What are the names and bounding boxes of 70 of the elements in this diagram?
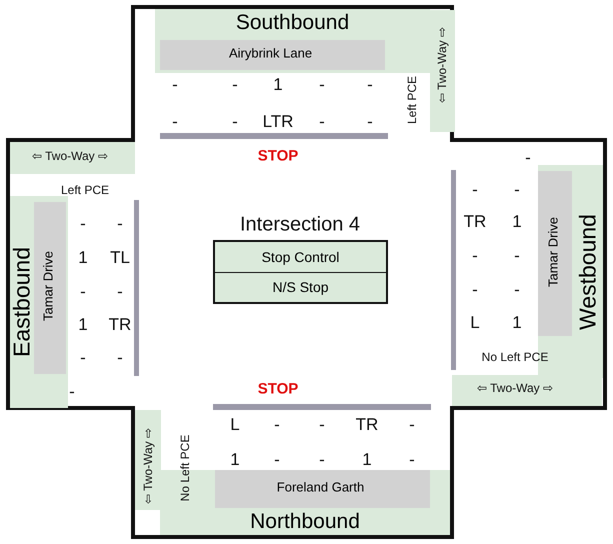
street-name-box — [538, 171, 572, 336]
lane-note: ⇦ Two-Way ⇨ — [477, 381, 553, 395]
lane-cell: 1 — [78, 315, 88, 335]
control-box — [213, 240, 388, 304]
street-name: Airybrink Lane — [228, 46, 312, 60]
stop-sign-text: STOP — [258, 380, 298, 398]
approach-band — [155, 9, 430, 73]
control-text: N/S Stop — [272, 279, 329, 295]
lane-cell: - — [319, 112, 325, 132]
lane-cell: - — [117, 282, 123, 302]
lane-cell: - — [232, 75, 238, 95]
lane-note: Left PCE — [405, 76, 419, 124]
direction-heading: Westbound — [574, 214, 602, 330]
lane-cell: L — [230, 415, 240, 435]
lane-note: Left PCE — [60, 183, 110, 197]
lane-cell: - — [80, 214, 86, 234]
lane-cell: L — [470, 313, 480, 333]
lane-cell: - — [232, 112, 238, 132]
lane-cell: - — [409, 450, 415, 470]
lane-cell: - — [117, 214, 123, 234]
lane-cell: - — [472, 180, 478, 200]
lane-note: ⇦ Two-Way ⇨ — [141, 428, 155, 504]
lane-cell: - — [472, 280, 478, 300]
lane-cell: - — [367, 112, 373, 132]
lane-cell: - — [514, 246, 520, 266]
lane-cell: - — [525, 148, 531, 168]
lane-cell: - — [319, 415, 325, 435]
lane-cell: - — [80, 282, 86, 302]
lane-cell: - — [172, 112, 178, 132]
lane-cell: - — [514, 280, 520, 300]
lane-cell: - — [409, 415, 415, 435]
lane-cell: 1 — [362, 450, 372, 470]
direction-heading: Northbound — [250, 510, 360, 534]
lane-cell: 1 — [512, 313, 522, 333]
lane-cell: - — [274, 415, 280, 435]
lane-cell: - — [367, 75, 373, 95]
lane-cell: - — [274, 450, 280, 470]
approach-band — [10, 196, 68, 408]
control-text: Stop Control — [262, 249, 340, 265]
street-name-box — [160, 40, 385, 70]
intersection-title: Intersection 4 — [240, 214, 360, 236]
street-name-box — [34, 202, 66, 374]
street-name: Tamar Drive — [40, 250, 56, 322]
stop-sign-text: STOP — [258, 148, 298, 164]
lane-cell: - — [80, 348, 86, 368]
lane-cell: TR — [356, 415, 378, 435]
lane-cell: LTR — [262, 112, 294, 132]
lane-cell: - — [172, 75, 178, 95]
lane-note: ⇦ Two-Way ⇨ — [32, 149, 108, 163]
lane-cell: - — [69, 382, 75, 402]
lane-note: ⇦ Two-Way ⇨ — [435, 27, 449, 103]
lane-cell: 1 — [512, 212, 522, 232]
lane-cell: TL — [110, 248, 130, 268]
lane-note: No Left PCE — [482, 350, 548, 364]
direction-heading: Eastbound — [8, 247, 36, 357]
lane-cell: - — [472, 246, 478, 266]
lane-cell: - — [514, 180, 520, 200]
lane-cell: TR — [464, 212, 486, 232]
direction-heading: Southbound — [236, 11, 350, 35]
lane-cell: - — [117, 348, 123, 368]
lane-cell: TR — [108, 315, 132, 335]
lane-note: No Left PCE — [178, 434, 192, 502]
lane-cell: 1 — [78, 248, 88, 268]
street-name-box — [215, 470, 430, 508]
lane-cell: 1 — [273, 75, 283, 95]
lane-cell: - — [319, 75, 325, 95]
street-name: Tamar Drive — [546, 216, 560, 287]
lane-cell: - — [319, 450, 325, 470]
street-name: Foreland Garth — [276, 480, 364, 494]
lane-cell: 1 — [230, 450, 240, 470]
